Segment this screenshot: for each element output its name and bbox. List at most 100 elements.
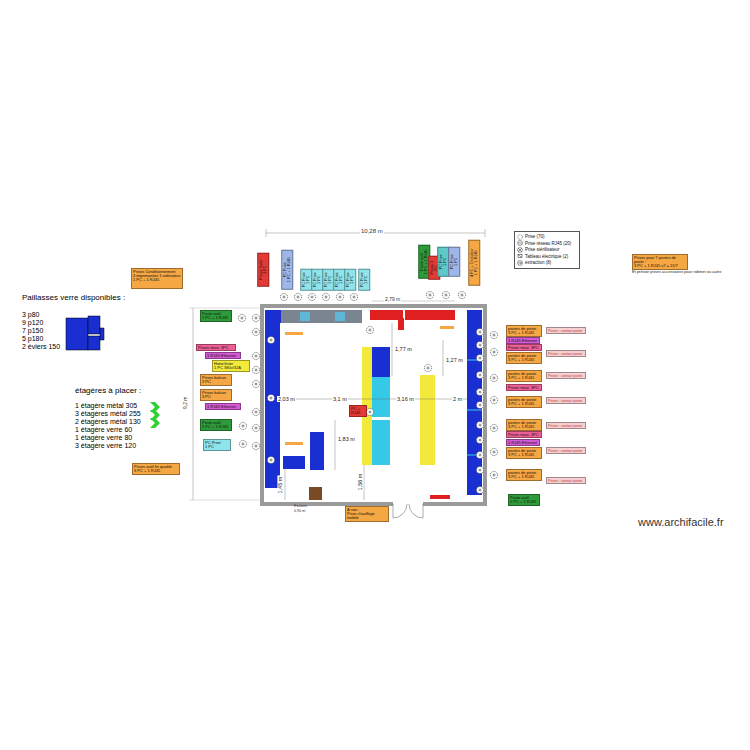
legend-box: Prise (70) Prise réseau RJ45 (20)Prise st… — [514, 231, 580, 269]
dimension-label: 1,27 m — [445, 357, 464, 363]
outlet-note: postes de poste3 PC + 1 RJ45 — [506, 447, 542, 459]
node-text: 1 PC + 1 RJ45 — [474, 242, 478, 284]
outlet-note: Prises maxi. 3PC — [506, 431, 542, 438]
node-text: Prises : contact poste — [548, 374, 584, 378]
dimension-label: 2,79 m — [384, 297, 401, 303]
note-heading: étagères à placer : — [75, 387, 141, 396]
node-text: 1 PC — [443, 249, 447, 275]
outlet-note: Hotte/évier1 PC 380v/32A — [212, 360, 250, 372]
node-text: 1 PC — [205, 445, 229, 449]
node-text: 1 PC — [454, 249, 458, 275]
node-text: 1 PC — [339, 271, 343, 289]
outlet-tag: Prises : contact poste — [546, 372, 586, 379]
node-text: Prises : contact poste — [548, 399, 584, 403]
area-label: Exutoire — [294, 505, 307, 509]
node-text: 1 RJ45 Ethernet — [207, 354, 239, 358]
node-text: 3 PC — [202, 380, 230, 384]
node-text: 1 PC — [364, 271, 368, 289]
outlet-note: 1 RJ45 Ethernet — [205, 352, 241, 359]
node-text: 3 PC — [202, 395, 230, 399]
outlet-note: postes de poste3 PC + 1 RJ45 — [506, 352, 542, 364]
outlet-note: postes de poste3 PC + 1 RJ45 — [506, 419, 542, 431]
legend-text: Prise (70) — [525, 234, 545, 239]
outlet-tag: Prises : contact poste — [546, 447, 586, 454]
node-text: 1 PC — [306, 271, 310, 289]
dimension-label: 9,2 m — [183, 395, 189, 410]
legend-symbol — [517, 247, 523, 253]
node-text: Prises maxi. 3PC — [508, 386, 540, 390]
legend-text: extraction (8) — [525, 260, 551, 265]
outlet-note: 1 RJ45 Ethernet — [205, 403, 241, 410]
outlet-note: 1 RJ45 Ethernet — [506, 439, 540, 446]
note-text: Et prévoir prises accessoires pour robin… — [632, 270, 721, 274]
outlet-note: PC Prise1 PC — [203, 439, 231, 451]
outlet-note: Prises Conditionnement4 imprimantes 1 or… — [131, 268, 183, 289]
legend-row: Prise stérilisateur — [517, 247, 577, 254]
legend-text: Prise stérilisateur — [525, 247, 560, 252]
node-text: 1 RJ45 Ethernet — [508, 441, 538, 445]
node-text: 1 PC — [328, 271, 332, 289]
outlet-note: Prises hotte3 PC — [257, 253, 269, 287]
outlet-note: Poste outil1 PC + 1 RJ45 — [200, 419, 232, 431]
node-text: 3 PC + 1 RJ45 — [508, 358, 540, 362]
outlet-tag: Prises : contact poste — [546, 477, 586, 484]
legend-symbol — [517, 253, 523, 259]
dimension-label: 2 m — [452, 396, 463, 402]
note-text: 2 étagères métal 130 — [75, 418, 141, 426]
watermark: www.archifacile.fr — [638, 516, 724, 528]
node-text: 3 PC — [263, 255, 267, 285]
node-text: PC Prise — [450, 249, 454, 275]
node-text: Prise chauffage mobile — [347, 512, 387, 521]
node-text: 3 PC + 1 RJ45 — [508, 376, 540, 380]
outlet-tag: Prises : contact poste — [546, 327, 586, 334]
dimension-label: 3,16 m — [396, 396, 415, 402]
node-text: Prises maxi. 3PC — [508, 433, 540, 437]
outlet-note: PC Prise1 PC — [333, 269, 345, 291]
node-text: Prises : contact poste — [548, 449, 584, 453]
node-text: Poste outil — [420, 247, 424, 277]
node-text: 1 RJ45 Ethernet — [207, 405, 239, 409]
outlet-note: Prises balcon3 PC — [200, 389, 232, 401]
node-text: PC Prise — [313, 271, 317, 289]
outlet-note: PC Prise1 PC — [322, 269, 334, 291]
node-text: 1 RJ45 Ethernet — [508, 339, 538, 343]
legend-text: Prise réseau RJ45 (20) — [525, 241, 571, 246]
node-text: 1 PC + 1 RJ45 — [202, 425, 230, 429]
node-text: PC + RJ45 — [351, 407, 365, 416]
note-text: 1 étagère métal 305 — [75, 402, 137, 410]
node-text: Prises hotte — [259, 255, 263, 285]
outlet-note: PC Prise1 PC + 1 RJ45 — [281, 250, 293, 290]
node-text: 3 PC + 1 RJ45 — [508, 331, 540, 335]
dimension-label: 1,83 m — [337, 436, 356, 442]
outlet-note: PC Prise1 PC — [358, 269, 370, 291]
dimension-label: 1,56 m — [357, 473, 363, 492]
node-text: 3 PC + 1 RJ45 x7 = 21/7 — [634, 264, 686, 268]
outlet-note: À voir :Prise chauffage mobile — [345, 506, 389, 522]
node-text: 1 PC + 1 RJ45 — [510, 500, 538, 504]
outlet-note: Prises balcon3 PC — [200, 374, 232, 386]
area-label: 0,90 m² — [294, 510, 306, 514]
outlet-note: Poste outil1 PC + 1 RJ45 — [200, 310, 232, 322]
dimension-label: 10,28 m — [360, 228, 384, 235]
outlet-note: postes de poste3 PC + 1 RJ45 — [506, 396, 542, 408]
outlet-note: PC Prise1 PC — [344, 269, 356, 291]
outlet-note: postes de poste3 PC + 1 RJ45 — [506, 469, 542, 481]
outlet-note: Prises maxi. 3PC — [506, 384, 542, 391]
node-text: 3 PC + 1 RJ45 — [508, 402, 540, 406]
node-text: Prises : contact poste — [548, 424, 584, 428]
dimension-label: 3,1 m — [332, 396, 348, 402]
outlet-note: 4 PC + Onduleur1 PC + 1 RJ45 — [468, 240, 480, 286]
node-text: Prises maxi. 3PC — [508, 346, 540, 350]
node-text: 3 PC + 1 RJ45 — [508, 475, 540, 479]
node-text: 1 PC + 1 RJ45 — [133, 278, 181, 282]
node-text: PC Prise — [324, 271, 328, 289]
node-text: 1 PC 380v/32A — [214, 366, 248, 370]
outlet-note: Poste outil1 PC + 1 RJ45 — [508, 494, 540, 506]
node-text: 1 PC — [317, 271, 321, 289]
note-text: 5 p180 — [22, 335, 43, 343]
node-text: PC Prise — [283, 252, 287, 288]
legend-text: Tableau électrique (2) — [525, 254, 568, 259]
dimension-label: 2,03 m — [277, 396, 296, 402]
legend-symbol — [517, 240, 523, 246]
